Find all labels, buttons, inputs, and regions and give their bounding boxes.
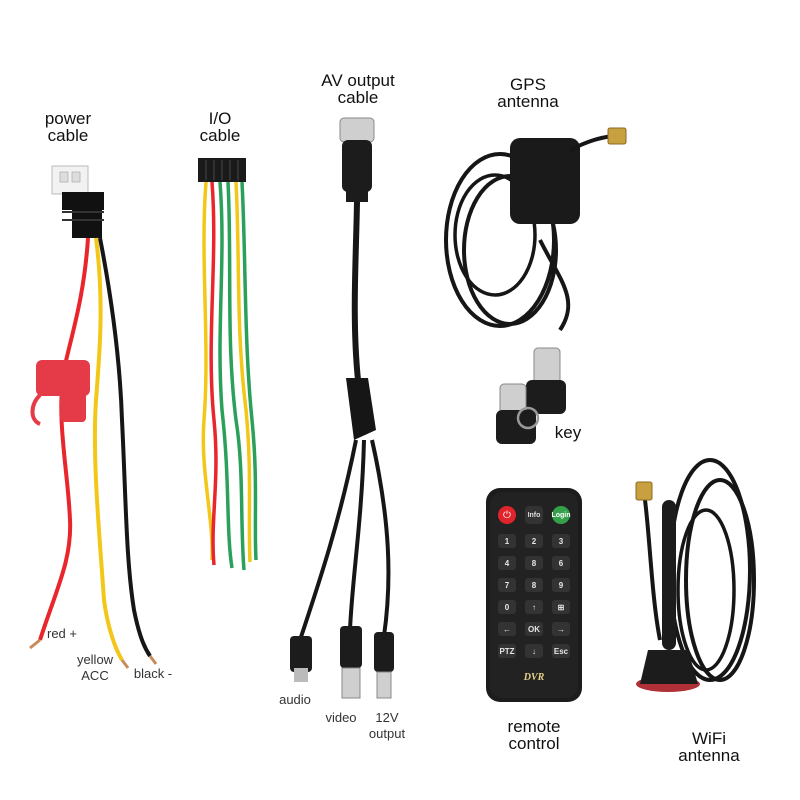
io-cable-label-line1: I/O [208, 109, 232, 128]
audio-plug [290, 636, 312, 672]
gps-antenna-label-line2: antenna [497, 92, 559, 111]
remote-key-down: ↓ [525, 644, 543, 658]
remote-key-right: → [552, 622, 570, 636]
remote-key: 7 [498, 578, 516, 592]
remote-key: 0 [498, 600, 516, 614]
remote-login-button: Login [551, 506, 571, 524]
remote-key-left: ← [498, 622, 516, 636]
power-connector-housing [51, 165, 89, 195]
audio-label: audio [279, 692, 311, 707]
remote-key-up: ↑ [525, 600, 543, 614]
io-wire-green-3 [240, 181, 258, 561]
wifi-whip [662, 500, 676, 650]
gps-puck [510, 138, 580, 224]
gps-antenna-label-line1: GPS [510, 75, 546, 94]
gps-sma-connector [607, 127, 627, 145]
gps-antenna-label: GPS antenna [488, 76, 568, 110]
io-cable-label-line2: cable [199, 126, 241, 145]
remote-brand: DVR [523, 672, 545, 683]
yellow-wire [92, 237, 124, 662]
key-1-head [526, 380, 566, 414]
remote-key-ptz: PTZ [498, 644, 516, 658]
wifi-antenna-label: WiFi antenna [664, 730, 754, 764]
red-wire-label: red + [47, 626, 77, 641]
yellow-wire-label: yellow ACC [72, 652, 118, 685]
remote-control-label-line1: remote [507, 717, 561, 736]
wifi-sma-connector [635, 481, 653, 501]
black-wire-label: black - [133, 666, 173, 681]
power-12v-plug [374, 632, 394, 672]
av-cable-label: AV output cable [308, 72, 408, 106]
av-splitter [346, 378, 376, 440]
remote-key: 6 [552, 556, 570, 570]
gps-antenna [444, 127, 627, 332]
av-cable-label-line1: AV output [321, 71, 395, 90]
remote-key: 2 [525, 534, 543, 548]
wifi-antenna-label-line1: WiFi [692, 729, 726, 748]
io-wire-yellow-2 [234, 181, 252, 563]
key-2-head [496, 410, 536, 444]
wifi-antenna [635, 458, 756, 692]
keys [496, 347, 566, 444]
av-connector-metal [339, 117, 375, 143]
remote-digit-grid: 1 2 3 4 8 6 7 8 9 0 ↑ ⊞ ← OK → PTZ ↓ Esc [498, 534, 570, 658]
black-wire [98, 237, 152, 658]
remote-key: 3 [552, 534, 570, 548]
video-plug [340, 626, 362, 668]
av-main-cable [351, 201, 361, 381]
remote-key-ok: OK [525, 622, 543, 636]
io-wire-yellow-1 [201, 181, 214, 561]
remote-key: 9 [552, 578, 570, 592]
yellow-wire-label-line2: ACC [81, 668, 109, 684]
av-cable-label-line2: cable [337, 88, 379, 107]
remote-key: 8 [525, 556, 543, 570]
remote-key-esc: Esc [552, 644, 570, 658]
remote-control-label-line2: control [508, 734, 560, 753]
remote-info-button: Info [525, 506, 543, 524]
red-wire [38, 237, 90, 641]
video-label: video [325, 710, 357, 725]
power-cable [29, 165, 158, 669]
wifi-antenna-label-line2: antenna [678, 746, 740, 765]
io-cable-label: I/O cable [180, 110, 260, 144]
output-12v-label-line1: 12V [375, 710, 399, 725]
remote-buttons: ⏻ Info Login 1 2 3 4 8 6 7 8 9 0 ↑ ⊞ ← O… [490, 506, 578, 683]
power-cable-label-line2: cable [47, 126, 89, 145]
output-12v-label: 12V output [364, 710, 410, 743]
power-cable-label-line1: power [44, 109, 92, 128]
io-wire-red [209, 181, 218, 566]
power-cable-label: power cable [28, 110, 108, 144]
fuse-holder [36, 360, 90, 396]
io-wire-green-2 [226, 181, 246, 571]
remote-control-label: remote control [494, 718, 574, 752]
av-output-cable [290, 117, 394, 699]
io-cable [198, 158, 258, 571]
key-label: key [554, 423, 582, 442]
remote-power-icon: ⏻ [498, 506, 516, 524]
remote-key: 1 [498, 534, 516, 548]
io-wire-green-1 [218, 181, 234, 569]
output-12v-label-line2: output [368, 726, 406, 742]
remote-key: 4 [498, 556, 516, 570]
remote-key-grid: ⊞ [552, 600, 570, 614]
yellow-wire-label-line1: yellow [76, 652, 114, 667]
power-connector-black [62, 192, 104, 210]
remote-key: 8 [525, 578, 543, 592]
